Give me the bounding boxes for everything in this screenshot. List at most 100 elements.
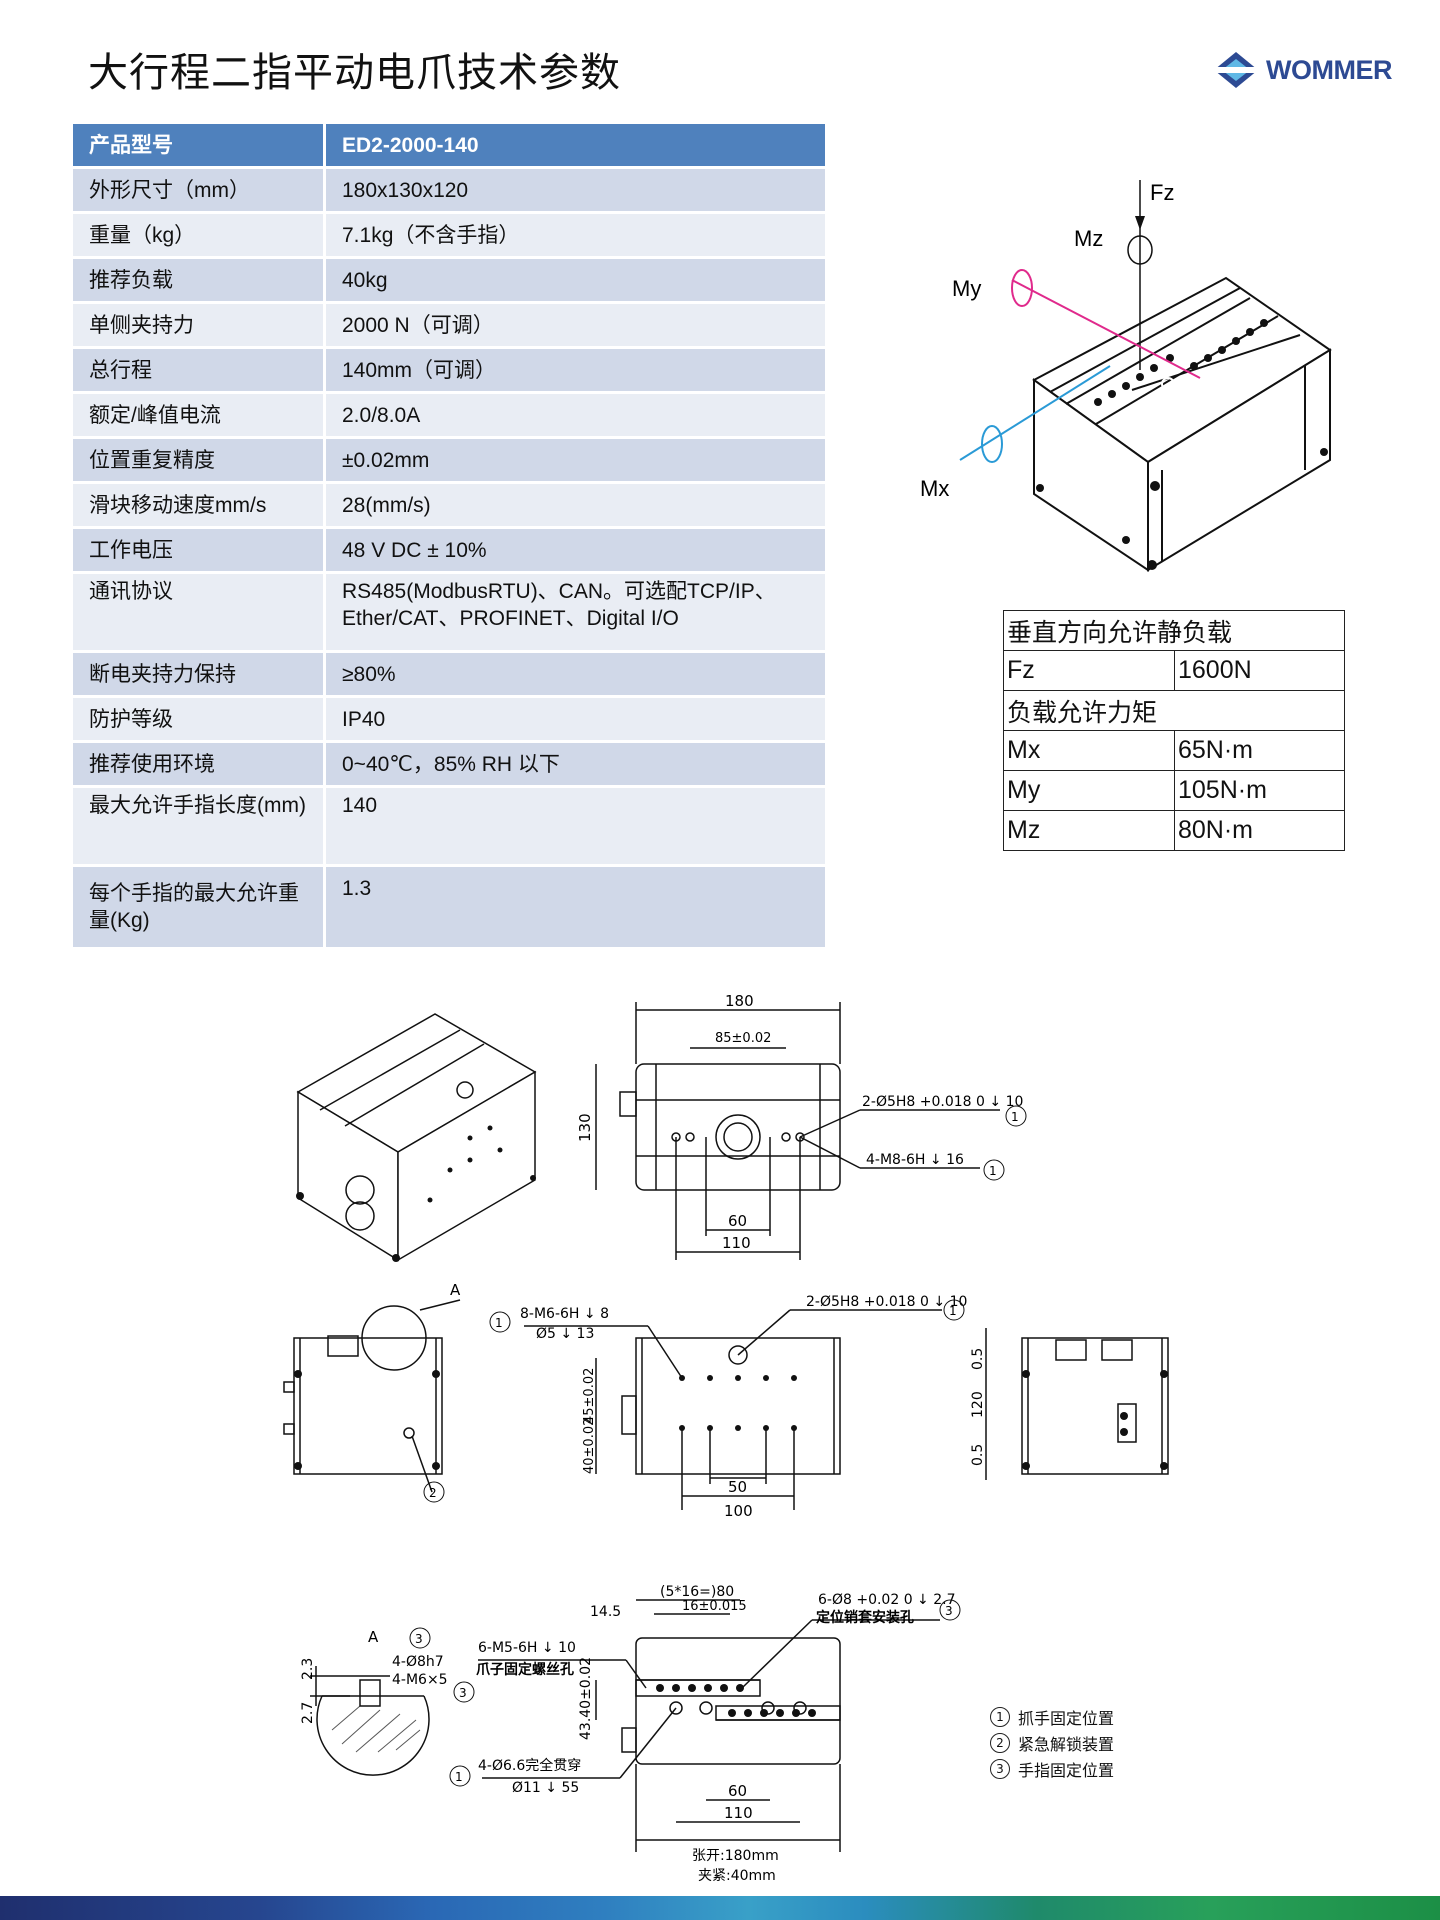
spec-key: 重量（kg） xyxy=(70,211,326,259)
stroke-open: 张开:180mm xyxy=(692,1848,779,1864)
note-pin-holes-front: 2-Ø5H8 +0.018 0 ↓ 10 xyxy=(806,1294,967,1310)
dim-16: 16±0.015 xyxy=(682,1599,747,1614)
load-key: Fz xyxy=(1003,650,1175,691)
callout-1: 1 xyxy=(989,1164,997,1178)
spec-key: 推荐负载 xyxy=(70,256,326,304)
spec-value: ≥80% xyxy=(323,650,828,698)
dim-50: 50 xyxy=(728,1478,747,1496)
load-heading-moment: 负载允许力矩 xyxy=(1003,690,1345,731)
load-value: 65N·m xyxy=(1174,730,1345,771)
callout-1: 1 xyxy=(949,1304,957,1318)
note-pin-8: 4-Ø8h7 xyxy=(392,1654,444,1670)
note-pin-sleeve: 6-Ø8 +0.02 0 ↓ 2.7 xyxy=(818,1592,956,1608)
mx-label: Mx xyxy=(920,476,949,501)
callout-number: 2 xyxy=(990,1733,1010,1753)
legend-label: 抓手固定位置 xyxy=(1018,1709,1115,1728)
table-row: 外形尺寸（mm）180x130x120 xyxy=(70,166,828,214)
detail-a-label: A xyxy=(450,1281,461,1299)
note-m6-depth: Ø5 ↓ 13 xyxy=(536,1326,594,1342)
spec-value: IP40 xyxy=(323,695,828,743)
table-row: 垂直方向允许静负载 xyxy=(1003,610,1345,651)
dim-100: 100 xyxy=(724,1502,753,1520)
right-view xyxy=(985,1328,1169,1480)
dim-60: 60 xyxy=(728,1212,747,1230)
spec-value: ±0.02mm xyxy=(323,436,828,484)
spec-key: 断电夹持力保持 xyxy=(70,650,326,698)
load-value: 1600N xyxy=(1174,650,1345,691)
spec-value: RS485(ModbusRTU)、CAN。可选配TCP/IP、Ether/CAT… xyxy=(323,571,828,653)
spec-table: 产品型号 ED2-2000-140 外形尺寸（mm）180x130x120 重量… xyxy=(70,121,828,950)
spec-value: 1.3 xyxy=(323,864,828,950)
logo-mark-icon xyxy=(1214,52,1258,88)
dim-45: 45±0.02 xyxy=(582,1368,597,1424)
dim-180: 180 xyxy=(725,992,754,1010)
table-row: 断电夹持力保持≥80% xyxy=(70,650,828,698)
detail-a-title: A xyxy=(368,1628,379,1646)
spec-value: 140mm（可调） xyxy=(323,346,828,394)
dim-2-7: 2.7 xyxy=(300,1702,316,1724)
table-row: 重量（kg）7.1kg（不含手指） xyxy=(70,211,828,259)
mz-label: Mz xyxy=(1074,226,1103,251)
spec-key: 防护等级 xyxy=(70,695,326,743)
note-pin-sleeve-label: 定位销套安装孔 xyxy=(816,1609,914,1626)
callout-1: 1 xyxy=(455,1770,463,1784)
dimension-drawings: 180 85±0.02 130 60 110 2-Ø5H8 +0.018 0 ↓… xyxy=(283,992,1169,1884)
spec-value: 140 xyxy=(323,785,828,867)
isometric-view xyxy=(296,1013,537,1262)
spec-key: 位置重复精度 xyxy=(70,436,326,484)
load-value: 80N·m xyxy=(1174,810,1345,851)
dim-40: 40±0.02 xyxy=(582,1418,597,1474)
spec-value: 0~40℃，85% RH 以下 xyxy=(323,740,828,788)
callout-3: 3 xyxy=(459,1686,467,1700)
note-m6x5: 4-M6×5 xyxy=(392,1672,448,1688)
my-label: My xyxy=(952,276,981,301)
load-heading-static: 垂直方向允许静负载 xyxy=(1003,610,1345,651)
spec-header-row: 产品型号 ED2-2000-140 xyxy=(70,121,828,169)
dim-110: 110 xyxy=(722,1234,751,1252)
table-row: 位置重复精度±0.02mm xyxy=(70,436,828,484)
note-counterbore: Ø11 ↓ 55 xyxy=(512,1780,579,1796)
note-pin-holes: 2-Ø5H8 +0.018 0 ↓ 10 xyxy=(862,1094,1023,1110)
bottom-view xyxy=(478,1599,940,1852)
left-view xyxy=(283,1299,461,1493)
spec-key: 滑块移动速度mm/s xyxy=(70,481,326,529)
spec-value: 7.1kg（不含手指） xyxy=(323,211,828,259)
legend-label: 手指固定位置 xyxy=(1018,1761,1115,1780)
spec-key: 总行程 xyxy=(70,346,326,394)
dim-85: 85±0.02 xyxy=(715,1031,771,1046)
spec-key: 单侧夹持力 xyxy=(70,301,326,349)
spec-header-value: ED2-2000-140 xyxy=(323,121,828,169)
dim-05-top: 0.5 xyxy=(970,1348,986,1370)
spec-key: 通讯协议 xyxy=(70,571,326,653)
callout-3: 3 xyxy=(945,1604,953,1618)
spec-value: 2.0/8.0A xyxy=(323,391,828,439)
page-title: 大行程二指平动电爪技术参数 xyxy=(88,50,621,96)
note-m8: 4-M8-6H ↓ 16 xyxy=(866,1152,964,1168)
callout-3: 3 xyxy=(415,1632,423,1646)
table-row: 每个手指的最大允许重量(Kg)1.3 xyxy=(70,864,828,950)
table-row: 负载允许力矩 xyxy=(1003,690,1345,731)
dim-110-bottom: 110 xyxy=(724,1804,753,1822)
spec-value: 48 V DC ± 10% xyxy=(323,526,828,574)
load-key: Mz xyxy=(1003,810,1175,851)
spec-value: 180x130x120 xyxy=(323,166,828,214)
front-view xyxy=(524,1309,942,1510)
spec-key: 每个手指的最大允许重量(Kg) xyxy=(70,864,326,950)
fz-label: Fz xyxy=(1150,180,1174,205)
spec-value: 28(mm/s) xyxy=(323,481,828,529)
dim-43-40: 43.40±0.02 xyxy=(578,1657,594,1740)
callout-number: 1 xyxy=(990,1707,1010,1727)
dim-130: 130 xyxy=(576,1113,594,1142)
